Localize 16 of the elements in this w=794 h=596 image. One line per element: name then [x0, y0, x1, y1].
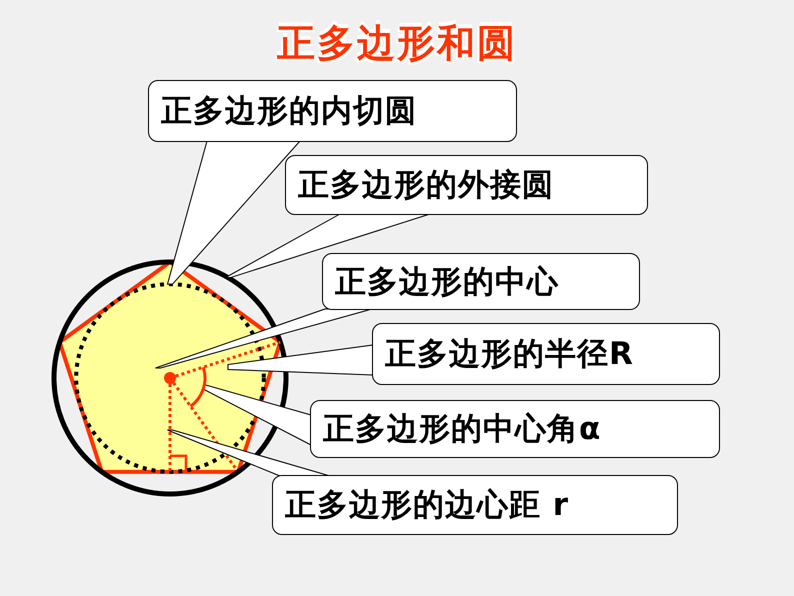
callout-text: 正多边形的边心距 r	[285, 486, 570, 525]
callout-text: 正多边形的中心	[335, 262, 559, 302]
inscribed-circle	[74, 282, 266, 474]
leader-callout	[167, 430, 330, 476]
callout-box	[148, 80, 517, 142]
leader-callout	[204, 384, 312, 446]
leader-callout	[155, 308, 372, 368]
callout-text: 正多边形的半径R	[385, 335, 634, 374]
leader-callout	[228, 344, 374, 376]
callout-text: 正多边形的内切圆	[161, 92, 417, 131]
title: 正多边形和圆	[277, 21, 517, 65]
leader-callout	[166, 140, 302, 285]
callout-box	[285, 155, 648, 215]
callout-text: 正多边形的中心角α	[323, 410, 602, 449]
callout-text: 正多边形的外接圆	[298, 166, 554, 205]
callout-box	[322, 253, 640, 310]
